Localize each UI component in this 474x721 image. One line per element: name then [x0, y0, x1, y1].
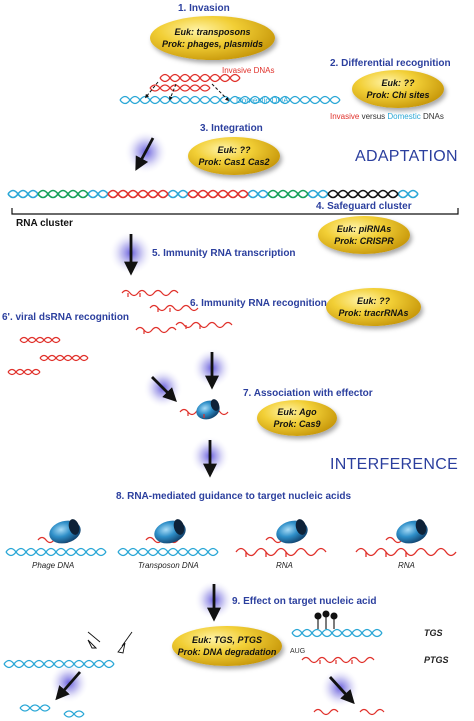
step-differential-recognition: 2. Differential recognition [330, 58, 451, 69]
target-phage-dna [5, 519, 107, 557]
oval-integration: Euk: ?? Prok: Cas1 Cas2 [188, 137, 280, 175]
oval-prok-line: Prok: Chi sites [366, 90, 430, 100]
rna-cluster-strand [7, 189, 419, 199]
vs-invasive: Invasive [330, 112, 360, 121]
phase-adaptation: ADAPTATION [355, 148, 458, 165]
oval-euk-line: Euk: ?? [381, 78, 415, 88]
step-viral-dsrna-recognition: 6'. viral dsRNA recognition [2, 312, 130, 323]
label-invasive-versus-domestic: Invasive versus Domestic DNAs [330, 112, 444, 121]
oval-association-with-effector: Euk: Ago Prok: Cas9 [257, 400, 337, 436]
rna-cluster-bracket [11, 208, 459, 215]
step-immunity-rna-transcription: 5. Immunity RNA transcription [152, 248, 296, 259]
viral-dsrnas [7, 336, 89, 376]
immunity-rnas [121, 289, 233, 334]
label-tgs: TGS [424, 628, 443, 638]
label-domestic-dna: Domestic DNA [236, 96, 289, 105]
invasive-dna-strands [149, 73, 241, 92]
domestic-dna-strand [119, 95, 341, 105]
oval-prok-line: Prok: phages, plasmids [161, 39, 264, 49]
oval-immunity-rna-recognition: Euk: ?? Prok: tracrRNAs [326, 288, 421, 326]
dna-fragments [19, 704, 85, 718]
phase-interference: INTERFERENCE [330, 456, 459, 473]
oval-euk-line: Euk: Ago [277, 407, 317, 417]
oval-euk-line: Euk: ?? [357, 296, 390, 306]
oval-euk-line: Euk: piRNAs [336, 224, 392, 234]
oval-prok-line: Prok: tracrRNAs [338, 308, 409, 318]
effector-complex [179, 399, 229, 420]
step-association-with-effector: 7. Association with effector [243, 388, 373, 399]
degradation-arrow [55, 671, 82, 701]
step-rna-mediated-guidance: 8. RNA-mediated guidance to target nucle… [116, 491, 352, 502]
oval-differential-recognition: Euk: ?? Prok: Chi sites [352, 70, 444, 108]
oval-safeguard-cluster: Euk: piRNAs Prok: CRISPR [318, 216, 410, 254]
rna-fragments [313, 708, 385, 716]
vs-versus: versus [359, 112, 388, 121]
invasion-dashed-arrows [145, 81, 230, 102]
oval-prok-line: Prok: Cas1 Cas2 [198, 157, 270, 167]
step-effect-on-target: 9. Effect on target nucleic acid [232, 596, 377, 607]
vs-domestic: Domestic [387, 112, 421, 121]
ptgs-arrow [328, 676, 355, 705]
oval-effect-on-target: Euk: TGS, PTGS Prok: DNA degradation [172, 626, 282, 666]
oval-prok-line: Prok: CRISPR [334, 236, 394, 246]
step-invasion: 1. Invasion [178, 3, 230, 14]
step-immunity-rna-recognition: 6. Immunity RNA recognition [190, 298, 327, 309]
oval-euk-line: Euk: ?? [217, 145, 251, 155]
dsrna-arrow [151, 376, 177, 402]
oval-invasion: Euk: transposons Prok: phages, plasmids [150, 16, 275, 60]
label-rna: RNA [276, 561, 293, 570]
step-integration: 3. Integration [200, 123, 263, 134]
label-aug: AUG [290, 648, 306, 655]
label-phage-dna: Phage DNA [32, 561, 75, 570]
label-transposon-dna: Transposon DNA [138, 561, 199, 570]
ptgs-rna [301, 656, 375, 664]
label-rna-cluster: RNA cluster [16, 218, 73, 229]
tgs-dna [291, 628, 383, 638]
target-rna-2 [355, 519, 457, 557]
step-safeguard-cluster: 4. Safeguard cluster [316, 201, 412, 212]
methylation-marks [314, 610, 338, 629]
target-transposon-dna [117, 519, 219, 557]
vs-dnas: DNAs [420, 112, 444, 121]
oval-euk-line: Euk: TGS, PTGS [191, 635, 262, 645]
label-ptgs: PTGS [424, 655, 449, 665]
integration-arrow [135, 137, 155, 171]
oval-prok-line: Prok: Cas9 [273, 419, 321, 429]
cleavage-marks [87, 631, 133, 654]
oval-euk-line: Euk: transposons [174, 27, 251, 37]
oval-prok-line: Prok: DNA degradation [177, 647, 277, 657]
target-rna-1 [235, 519, 327, 557]
label-rna: RNA [398, 561, 415, 570]
label-invasive-dnas: Invasive DNAs [222, 66, 275, 75]
